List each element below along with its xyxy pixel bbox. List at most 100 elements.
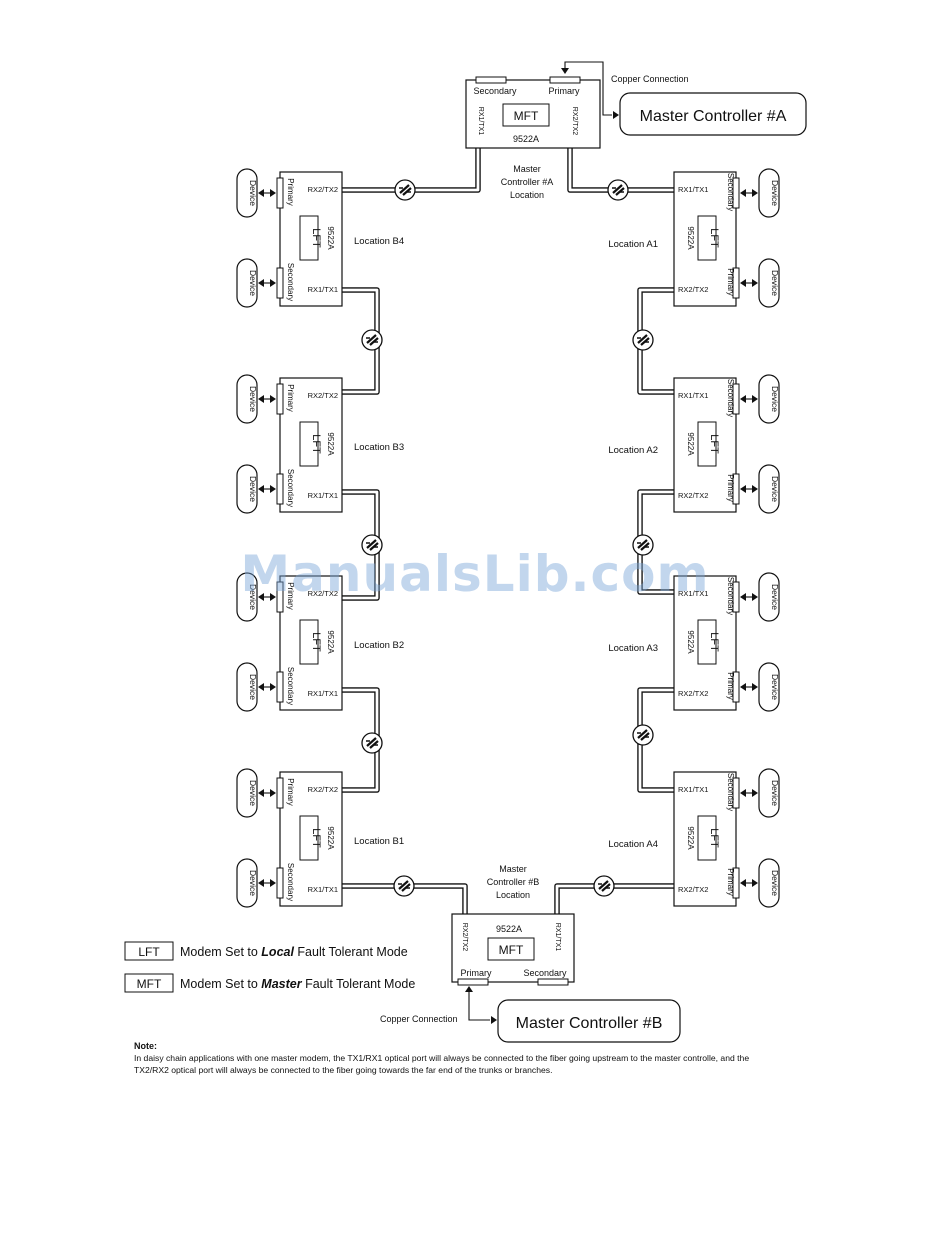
model-label: 9522A	[686, 432, 695, 456]
model-label: 9522A	[326, 226, 335, 250]
port-label-top: RX1/TX1	[678, 185, 708, 194]
device-capsule	[758, 168, 780, 218]
side-label-top: Secondary	[726, 173, 735, 211]
port-connector-bottom	[276, 867, 284, 899]
model-label: 9522A	[686, 826, 695, 850]
device-capsule	[236, 464, 258, 514]
device-link-top-head-left	[740, 789, 746, 797]
device-top-b4: Device	[236, 768, 258, 818]
side-label-bottom: Primary	[726, 268, 735, 296]
device-link-top-head-left	[258, 189, 264, 197]
port-label-bottom: RX1/TX1	[308, 885, 338, 894]
mode-label: LFT	[708, 434, 720, 454]
device-top-b1: Device	[236, 168, 258, 218]
master-a-copper-line	[564, 61, 612, 116]
port-connector-bottom	[276, 671, 284, 703]
port-label-top: RX2/TX2	[308, 589, 338, 598]
side-label-top: Secondary	[726, 577, 735, 615]
device-bottom-b4: Device	[236, 858, 258, 908]
port-connector-top	[732, 177, 740, 209]
location-label-b2: Location B2	[354, 640, 404, 651]
mode-box	[697, 619, 717, 665]
device-link-top-head-right	[752, 789, 758, 797]
device-label: Device	[770, 270, 780, 296]
device-link-top-head-right	[270, 789, 276, 797]
device-top-b3: Device	[236, 572, 258, 622]
master-b-copper-label: Copper Connection	[380, 1014, 458, 1024]
note-text: In daisy chain applications with one mas…	[134, 1053, 750, 1075]
device-link-bottom-head-left	[740, 485, 746, 493]
port-label-top: RX2/TX2	[308, 785, 338, 794]
device-label: Device	[248, 270, 258, 296]
port-label-top: RX1/TX1	[678, 785, 708, 794]
master-b-primary-label: Primary	[461, 968, 492, 978]
master-a-model-label: 9522A	[513, 134, 539, 144]
master-a-secondary-port	[475, 76, 507, 84]
fiber-coupler-marks	[366, 542, 378, 548]
device-top-a4: Device	[758, 768, 780, 818]
master-controller-a-label: Master Controller #A	[640, 108, 787, 125]
device-link-top-head-right	[752, 593, 758, 601]
fiber-master-a-to-a1-inner	[568, 148, 676, 192]
mode-box	[299, 215, 319, 261]
fiber-coupler-marks	[637, 732, 649, 738]
device-link-bottom-head-right	[752, 485, 758, 493]
device-label: Device	[770, 180, 780, 206]
location-label-a4: Location A4	[608, 839, 658, 850]
device-capsule	[758, 768, 780, 818]
device-capsule	[236, 858, 258, 908]
legend-text-mft: Modem Set to Master Fault Tolerant Mode	[180, 977, 415, 991]
port-connector-bottom	[732, 867, 740, 899]
port-connector-top	[276, 383, 284, 415]
master-a-port-left: RX1/TX1	[477, 107, 484, 136]
device-link-bottom-head-left	[740, 879, 746, 887]
fiber-coupler-a1-top	[607, 179, 629, 201]
device-link-bottom-head-left	[258, 683, 264, 691]
location-label-b4: Location B4	[354, 236, 404, 247]
port-label-top: RX1/TX1	[678, 391, 708, 400]
fiber-coupler-b4-top	[394, 179, 416, 201]
legend-code-box-lft	[124, 941, 174, 961]
side-label-bottom: Primary	[726, 672, 735, 700]
port-label-bottom: RX1/TX1	[308, 285, 338, 294]
device-label: Device	[770, 476, 780, 502]
master-a-primary-label: Primary	[549, 86, 580, 96]
port-label-bottom: RX1/TX1	[308, 491, 338, 500]
fiber-coupler-marks	[637, 542, 649, 548]
port-label-bottom: RX2/TX2	[678, 491, 708, 500]
device-link-top-head-left	[258, 395, 264, 403]
master-b-copper-head-controller	[491, 1016, 497, 1024]
port-connector-bottom	[732, 473, 740, 505]
device-capsule	[758, 662, 780, 712]
device-link-bottom-head-left	[258, 879, 264, 887]
master-a-location-line2: Controller #A	[501, 177, 554, 187]
device-link-bottom-head-right	[270, 879, 276, 887]
fiber-coupler-marks	[366, 740, 378, 746]
location-label-a1: Location A1	[608, 239, 658, 250]
port-label-bottom: RX2/TX2	[678, 285, 708, 294]
device-capsule	[236, 572, 258, 622]
port-connector-bottom	[276, 267, 284, 299]
port-label-top: RX1/TX1	[678, 589, 708, 598]
master-a-secondary-label: Secondary	[473, 86, 517, 96]
device-link-top-head-left	[740, 395, 746, 403]
fiber-coupler-a1-a2	[632, 329, 654, 351]
side-label-top: Secondary	[726, 379, 735, 417]
port-label-bottom: RX1/TX1	[308, 689, 338, 698]
master-b-primary-port	[457, 978, 489, 986]
device-label: Device	[248, 584, 258, 610]
device-link-top-head-left	[740, 189, 746, 197]
device-link-bottom-head-left	[258, 485, 264, 493]
master-b-secondary-label: Secondary	[523, 968, 567, 978]
fiber-coupler-a3-a4	[632, 724, 654, 746]
fiber-coupler-marks	[637, 337, 649, 343]
note: Note: In daisy chain applications with o…	[134, 1040, 774, 1076]
port-connector-bottom	[732, 671, 740, 703]
device-capsule	[236, 662, 258, 712]
device-top-a1: Device	[758, 168, 780, 218]
master-controller-a-box	[619, 92, 807, 136]
device-bottom-b1: Device	[236, 258, 258, 308]
device-top-a2: Device	[758, 374, 780, 424]
fiber-coupler-marks	[398, 883, 410, 889]
mode-label: LFT	[708, 228, 720, 248]
